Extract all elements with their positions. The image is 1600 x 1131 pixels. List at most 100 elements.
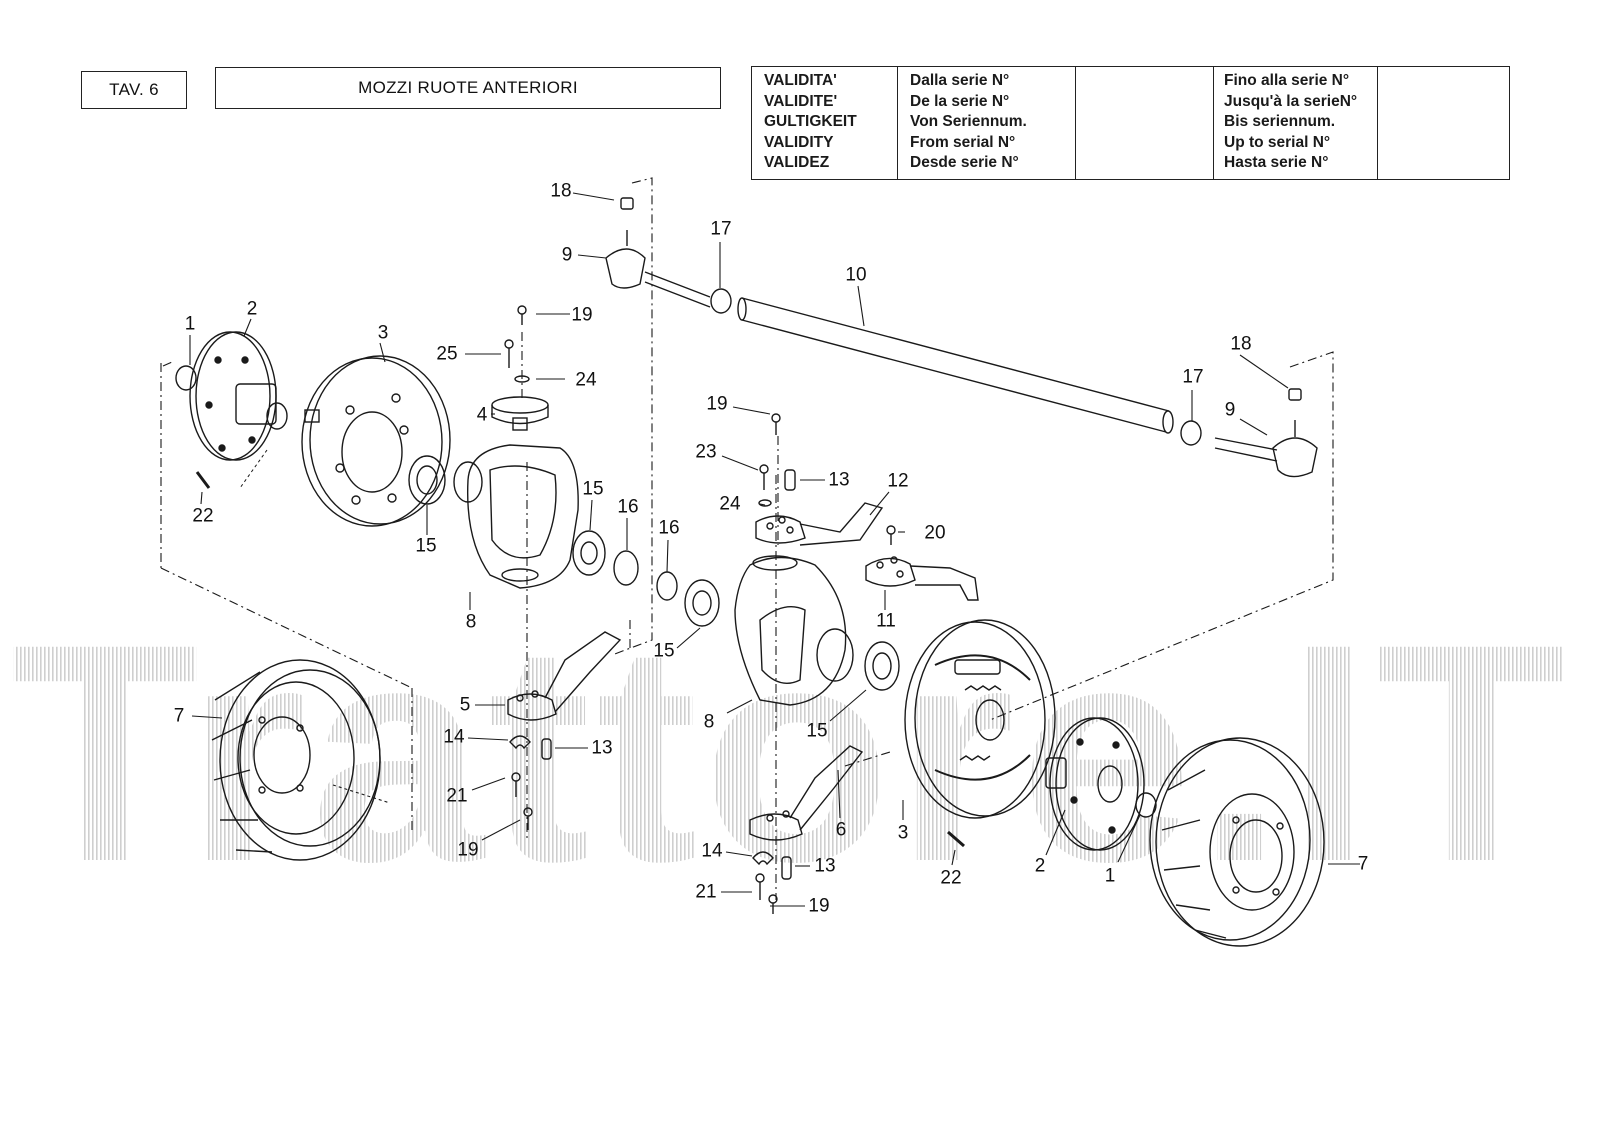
- steering-knuckle-left: [453, 444, 579, 589]
- callout-9: 9: [561, 244, 573, 266]
- callout-5: 5: [459, 694, 471, 716]
- callout-25: 25: [436, 343, 458, 365]
- from-serial-label: Desde serie N°: [910, 154, 1019, 172]
- steering-arm-6: [749, 745, 864, 841]
- steering-knuckle-right: [734, 555, 854, 706]
- table-number-box: TAV. 6: [81, 71, 187, 109]
- callout-11: 11: [876, 610, 896, 632]
- nut-17-right: [1180, 420, 1202, 446]
- callout-15: 15: [806, 720, 828, 742]
- callout-12: 12: [887, 470, 909, 492]
- validity-label: VALIDITY: [764, 133, 834, 151]
- callout-19: 19: [706, 393, 728, 415]
- from-serial-label: De la serie N°: [910, 92, 1010, 110]
- validity-divider: [897, 67, 898, 179]
- steering-arm-5: [507, 631, 622, 721]
- callout-14: 14: [701, 840, 723, 862]
- callout-22: 22: [192, 505, 214, 527]
- bearing-15-right: [864, 641, 900, 691]
- validity-divider: [1075, 67, 1076, 179]
- callout-2: 2: [1034, 855, 1046, 877]
- callout-4: 4: [476, 404, 488, 426]
- tie-rod-end-left: [605, 197, 711, 308]
- table-number: TAV. 6: [109, 80, 159, 99]
- to-serial-label: Fino alla serie N°: [1224, 72, 1350, 89]
- bolt-25: [504, 339, 514, 368]
- callout-19: 19: [457, 839, 479, 861]
- brake-drum-right: [1149, 737, 1325, 947]
- steering-arm-upper: [755, 502, 884, 546]
- callout-8: 8: [465, 611, 477, 633]
- snap-ring-16b: [656, 571, 678, 601]
- clip-14-left: [509, 735, 531, 750]
- validity-label: GULTIGKEIT: [764, 113, 857, 131]
- snap-ring-16a: [613, 550, 639, 586]
- washer-24-right: [758, 499, 772, 507]
- validity-label: VALIDITA': [764, 72, 837, 89]
- king-pin-cap: [491, 396, 549, 431]
- callout-3: 3: [377, 322, 389, 344]
- callout-24: 24: [575, 369, 597, 391]
- bearing-15-inner: [684, 579, 720, 627]
- from-serial-label: Dalla serie N°: [910, 72, 1010, 89]
- grease-nipple-19-b: [771, 413, 781, 435]
- steering-arm-11: [865, 556, 979, 601]
- callout-13: 13: [814, 855, 836, 877]
- pin-13-top: [784, 469, 796, 491]
- validity-divider: [1213, 67, 1214, 179]
- callout-15: 15: [415, 535, 437, 557]
- diagram-title-box: MOZZI RUOTE ANTERIORI: [215, 67, 721, 109]
- callout-13: 13: [828, 469, 850, 491]
- validity-label: VALIDITE': [764, 92, 838, 110]
- callout-19: 19: [808, 895, 830, 917]
- bolt-21-right: [755, 873, 765, 900]
- pin-13-right: [781, 856, 792, 880]
- grease-nipple-top-left: [517, 305, 527, 325]
- callout-8: 8: [703, 711, 715, 733]
- callout-23: 23: [695, 441, 717, 463]
- clip-14-right: [752, 851, 774, 866]
- callout-22: 22: [940, 867, 962, 889]
- validity-label: VALIDEZ: [764, 154, 830, 172]
- grease-nipple-19-left-bottom: [523, 807, 533, 830]
- callout-15: 15: [582, 478, 604, 500]
- validity-divider: [1377, 67, 1378, 179]
- callout-7: 7: [1357, 853, 1369, 875]
- bearing-left-outer: [408, 455, 446, 505]
- callout-14: 14: [443, 726, 465, 748]
- hub-flange-left: [189, 331, 288, 461]
- diagram-title: MOZZI RUOTE ANTERIORI: [358, 78, 578, 97]
- to-serial-label: Up to serial N°: [1224, 133, 1331, 151]
- validity-labels: VALIDITA' VALIDITE' GULTIGKEIT VALIDITY …: [764, 71, 857, 174]
- callout-17: 17: [710, 218, 732, 240]
- callout-3: 3: [897, 822, 909, 844]
- callout-10: 10: [845, 264, 867, 286]
- validity-from-labels: Dalla serie N° De la serie N° Von Serien…: [910, 71, 1027, 174]
- callout-2: 2: [246, 298, 258, 320]
- from-serial-label: Von Seriennum.: [910, 113, 1027, 131]
- nut-17-left: [710, 288, 732, 314]
- callout-1: 1: [1104, 865, 1116, 887]
- callout-21: 21: [695, 881, 717, 903]
- tie-rod-end-right: [1214, 388, 1318, 478]
- callout-16: 16: [658, 517, 680, 539]
- callout-7: 7: [173, 705, 185, 727]
- callout-1: 1: [184, 313, 196, 335]
- bolt-22-left: [195, 471, 211, 489]
- to-serial-label: Hasta serie N°: [1224, 154, 1329, 172]
- validity-table: VALIDITA' VALIDITE' GULTIGKEIT VALIDITY …: [751, 66, 1510, 180]
- callout-18: 18: [550, 180, 572, 202]
- callout-13: 13: [591, 737, 613, 759]
- hub-flange-right: [1045, 717, 1145, 851]
- callout-9: 9: [1224, 399, 1236, 421]
- callout-18: 18: [1230, 333, 1252, 355]
- pin-13-left: [541, 738, 552, 760]
- callout-16: 16: [617, 496, 639, 518]
- callout-17: 17: [1182, 366, 1204, 388]
- validity-to-labels: Fino alla serie N° Jusqu'à la serieN° Bi…: [1224, 71, 1357, 174]
- leader-lines: [189, 192, 1360, 907]
- hub-cap-left: [175, 365, 197, 391]
- bolt-21-left: [511, 772, 521, 797]
- tie-rod: [737, 297, 1174, 434]
